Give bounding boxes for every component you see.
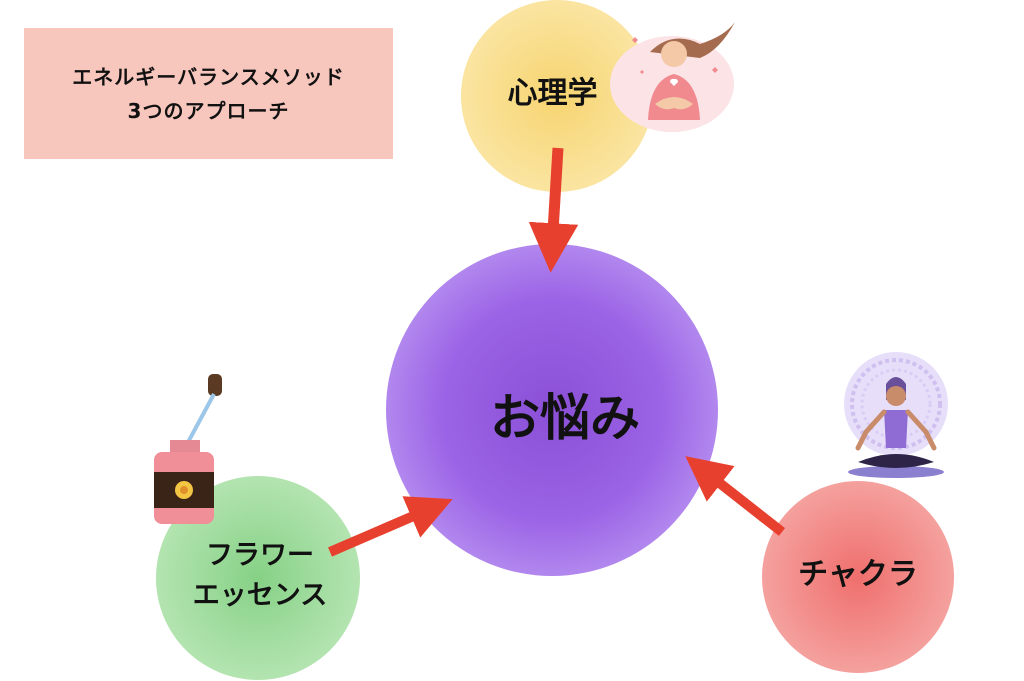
chakra-label: チャクラ — [798, 557, 918, 592]
flower-essence-label-line-2: エッセンス — [192, 580, 328, 611]
center-circle — [386, 244, 718, 576]
flower-essence-circle — [156, 476, 360, 680]
arrow-psychology-to-center — [528, 147, 579, 273]
psychology-label: 心理学 — [507, 76, 598, 111]
dropper-bottle-icon — [154, 374, 222, 524]
flower-essence-label-line-1: フラワー — [206, 540, 314, 571]
center-label: お悩み — [490, 389, 640, 447]
title-box: エネルギーバランスメソッド 3つのアプローチ — [24, 28, 393, 159]
title-line-1: エネルギーバランスメソッド — [72, 64, 345, 89]
psychology-circle — [461, 0, 653, 192]
arrow-flower-to-center — [328, 496, 453, 557]
arrow-chakra-to-center — [685, 456, 786, 536]
chakra-circle — [762, 481, 954, 673]
heart-hands-woman-icon — [610, 22, 735, 132]
flower-essence-label: フラワー エッセンス — [160, 536, 360, 616]
title-line-2: 3つのアプローチ — [127, 98, 290, 123]
meditating-woman-icon — [844, 352, 948, 478]
